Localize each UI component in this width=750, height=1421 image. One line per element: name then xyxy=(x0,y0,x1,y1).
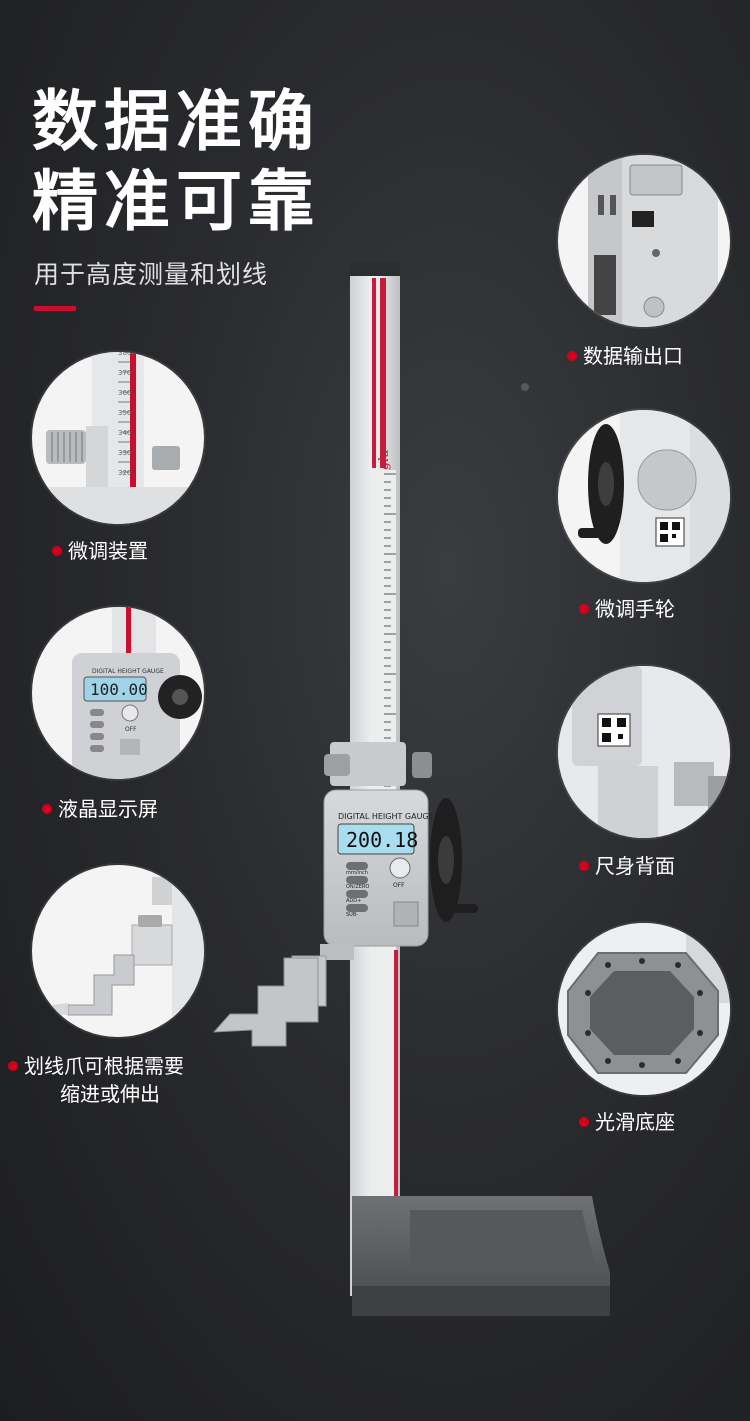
detail-data-output-image xyxy=(558,155,730,327)
caption-ruler-back: 尺身背面 xyxy=(579,852,675,880)
lcd-illustration: DIGITAL HEIGHT GAUGE 100.00 OFF xyxy=(72,607,202,779)
btn-label: SUB- xyxy=(346,912,358,918)
data-output-illustration xyxy=(588,155,718,327)
btn-label: ADD+ xyxy=(346,898,361,904)
accent-bar xyxy=(34,306,76,311)
bullet-dot xyxy=(52,545,62,556)
decorative-dot xyxy=(521,383,529,391)
detail-lcd-image: DIGITAL HEIGHT GAUGE 100.00 OFF xyxy=(32,607,204,779)
headline: 数据准确 精准可靠 xyxy=(32,82,320,242)
tick-label: 330 xyxy=(118,449,131,457)
bullet-dot xyxy=(42,803,52,814)
headline-line-2: 精准可靠 xyxy=(32,163,320,240)
off-label: OFF xyxy=(393,882,405,889)
fine-adjust-illustration: 380 370 360 350 340 330 320 xyxy=(32,352,204,524)
caption-lcd-screen: 液晶显示屏 xyxy=(42,795,158,823)
gauge-lcd xyxy=(337,823,415,855)
detail-fine-adjust-image: 380 370 360 350 340 330 320 xyxy=(32,352,204,524)
detail-ruler-back-image xyxy=(558,666,730,838)
bullet-dot xyxy=(579,603,589,614)
btn-label: ON/ZERO xyxy=(346,884,369,890)
bullet-dot xyxy=(579,1116,589,1127)
tick-label: 360 xyxy=(118,389,131,397)
bullet-dot xyxy=(567,350,577,361)
tick-label: 340 xyxy=(118,429,131,437)
power-button xyxy=(389,857,411,879)
headline-line-1: 数据准确 xyxy=(32,83,320,160)
ruler-back-illustration xyxy=(558,666,730,838)
lcd-panel-title: DIGITAL HEIGHT GAUGE xyxy=(92,668,164,675)
caption-smooth-base: 光滑底座 xyxy=(579,1108,675,1136)
caption-fine-adjust-wheel: 微调手轮 xyxy=(579,595,675,623)
tick-label: 380 xyxy=(118,352,131,357)
detail-scriber-image xyxy=(32,865,204,1037)
bullet-dot xyxy=(579,860,589,871)
caption-fine-adjust-device: 微调装置 xyxy=(52,537,148,565)
btn-label: mm/inch xyxy=(346,870,368,876)
gauge-reading: 200.18 xyxy=(346,828,418,852)
tick-label: 320 xyxy=(118,469,131,477)
gauge-panel-title: DIGITAL HEIGHT GAUGE xyxy=(338,812,434,821)
tick-label: 350 xyxy=(118,409,131,417)
subline: 用于高度测量和划线 xyxy=(34,260,269,289)
lcd-reading: 100.00 xyxy=(90,680,148,699)
height-gauge-illustration: Guanglu DIGITAL HEIGHT GAUGE 200.18 mm/i… xyxy=(212,262,610,1316)
tick-label: 370 xyxy=(118,369,131,377)
caption-scriber: 划线爪可根据需要 缩进或伸出 xyxy=(8,1052,184,1108)
bullet-dot xyxy=(8,1060,18,1071)
lcd-off-label: OFF xyxy=(125,726,137,733)
caption-data-output: 数据输出口 xyxy=(567,342,683,370)
scriber-illustration xyxy=(38,865,204,1037)
caption-scriber-line-2: 缩进或伸出 xyxy=(60,1082,160,1106)
